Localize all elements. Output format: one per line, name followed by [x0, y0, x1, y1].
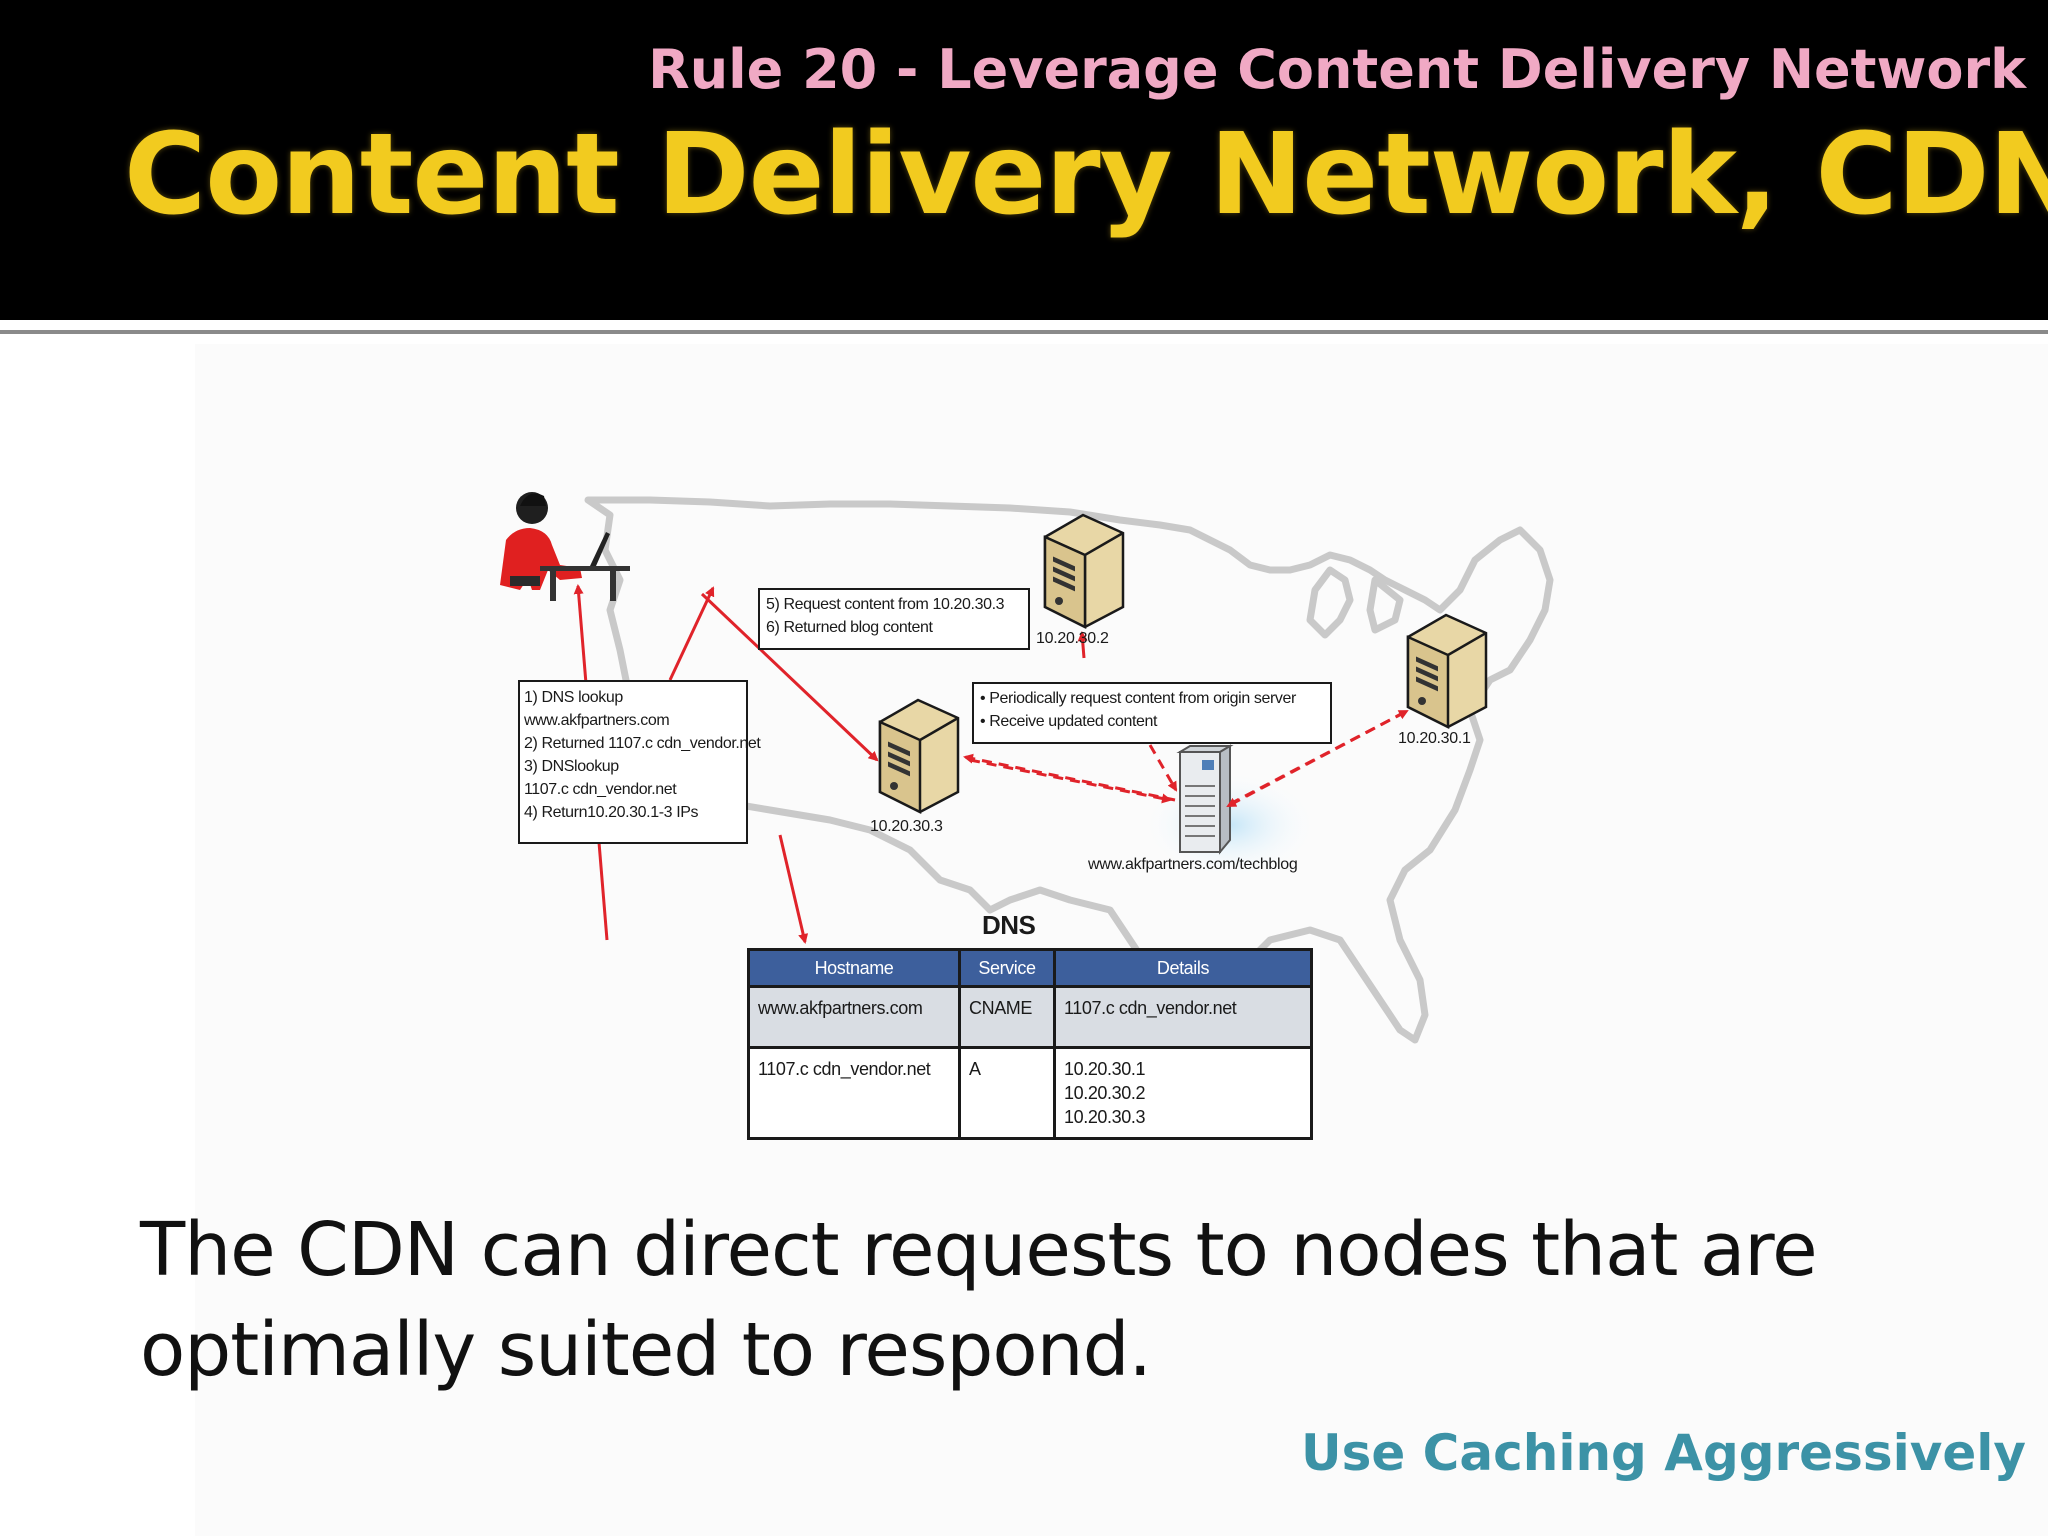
arrow-to-server-a [1077, 631, 1088, 659]
arrow-to-user [668, 586, 715, 681]
dns-cell-hostname: www.akfpartners.com [747, 985, 961, 1049]
server-label-c: 10.20.30.1 [1398, 730, 1471, 747]
header-divider-shadow [0, 330, 2048, 334]
server-icon [1406, 613, 1488, 730]
request-line: 5) Request content from 10.20.30.3 [766, 596, 1005, 613]
step-line: 2) Returned 1107.c cdn_vendor.net [524, 735, 761, 752]
table-row: www.akfpartners.com CNAME 1107.c cdn_ven… [747, 985, 1313, 1049]
origin-sync-box: • Periodically request content from orig… [972, 682, 1332, 744]
origin-sync-line: • Periodically request content from orig… [980, 690, 1296, 707]
slide-header [0, 0, 2048, 320]
arrow-sync-top [1148, 744, 1178, 792]
us-map-outline [584, 496, 1554, 1044]
step-line: 3) DNSlookup [524, 758, 619, 775]
dns-table-header-row: Hostname Service Details [747, 948, 1313, 988]
dns-cell-service: A [958, 1046, 1056, 1140]
dns-cell-hostname: 1107.c cdn_vendor.net [747, 1046, 961, 1140]
dns-steps-box: 1) DNS lookup www.akfpartners.com 2) Ret… [518, 680, 761, 844]
dns-detail-line: 10.20.30.2 [1064, 1083, 1146, 1103]
dns-detail-line: 10.20.30.3 [1064, 1107, 1146, 1127]
arrow-request-content [700, 592, 879, 762]
dns-header-details: Details [1053, 948, 1313, 988]
header-divider [0, 320, 2048, 326]
slide-footer: Use Caching Aggressively [1300, 1424, 2026, 1482]
server-label-b: 10.20.30.3 [870, 818, 943, 835]
dns-cell-details: 10.20.30.1 10.20.30.2 10.20.30.3 [1053, 1046, 1313, 1140]
cdn-diagram-graphics [500, 492, 1554, 1044]
origin-sync-line: • Receive updated content [980, 713, 1158, 730]
table-row: 1107.c cdn_vendor.net A 10.20.30.1 10.20… [747, 1046, 1313, 1140]
dns-cell-service: CNAME [958, 985, 1056, 1049]
step-line: 1) DNS lookup [524, 689, 623, 706]
slide-subtitle: Rule 20 - Leverage Content Delivery Netw… [648, 38, 2026, 101]
slide-caption: The CDN can direct requests to nodes tha… [140, 1207, 1818, 1393]
server-icon [878, 698, 960, 815]
server-icon [1043, 513, 1125, 630]
dns-header-hostname: Hostname [747, 948, 961, 988]
dns-header-service: Service [958, 948, 1056, 988]
dns-table-title: DNS [982, 910, 1036, 940]
slide-title: Content Delivery Network, CDN [124, 110, 2048, 240]
person-at-laptop-icon [500, 492, 630, 601]
origin-server-label: www.akfpartners.com/techblog [1088, 856, 1298, 873]
server-label-a: 10.20.30.2 [1036, 630, 1109, 647]
step-line: 1107.c cdn_vendor.net [524, 781, 677, 798]
dns-detail-line: 10.20.30.1 [1064, 1059, 1146, 1079]
dns-detail-line: 1107.c cdn_vendor.net [1064, 998, 1237, 1018]
request-content-box: 5) Request content from 10.20.30.3 6) Re… [758, 588, 1030, 650]
sync-arrows [963, 709, 1409, 808]
step-line: www.akfpartners.com [524, 712, 670, 729]
step-line: 4) Return10.20.30.1-3 IPs [524, 804, 699, 821]
dns-cell-details: 1107.c cdn_vendor.net [1053, 985, 1313, 1049]
cdn-diagram: 1) DNS lookup www.akfpartners.com 2) Ret… [470, 470, 1620, 1160]
dns-table: Hostname Service Details www.akfpartners… [747, 948, 1313, 1140]
origin-server-icon [1176, 744, 1234, 855]
request-line: 6) Returned blog content [766, 619, 933, 636]
arrow-to-dns-table-2 [778, 834, 809, 944]
